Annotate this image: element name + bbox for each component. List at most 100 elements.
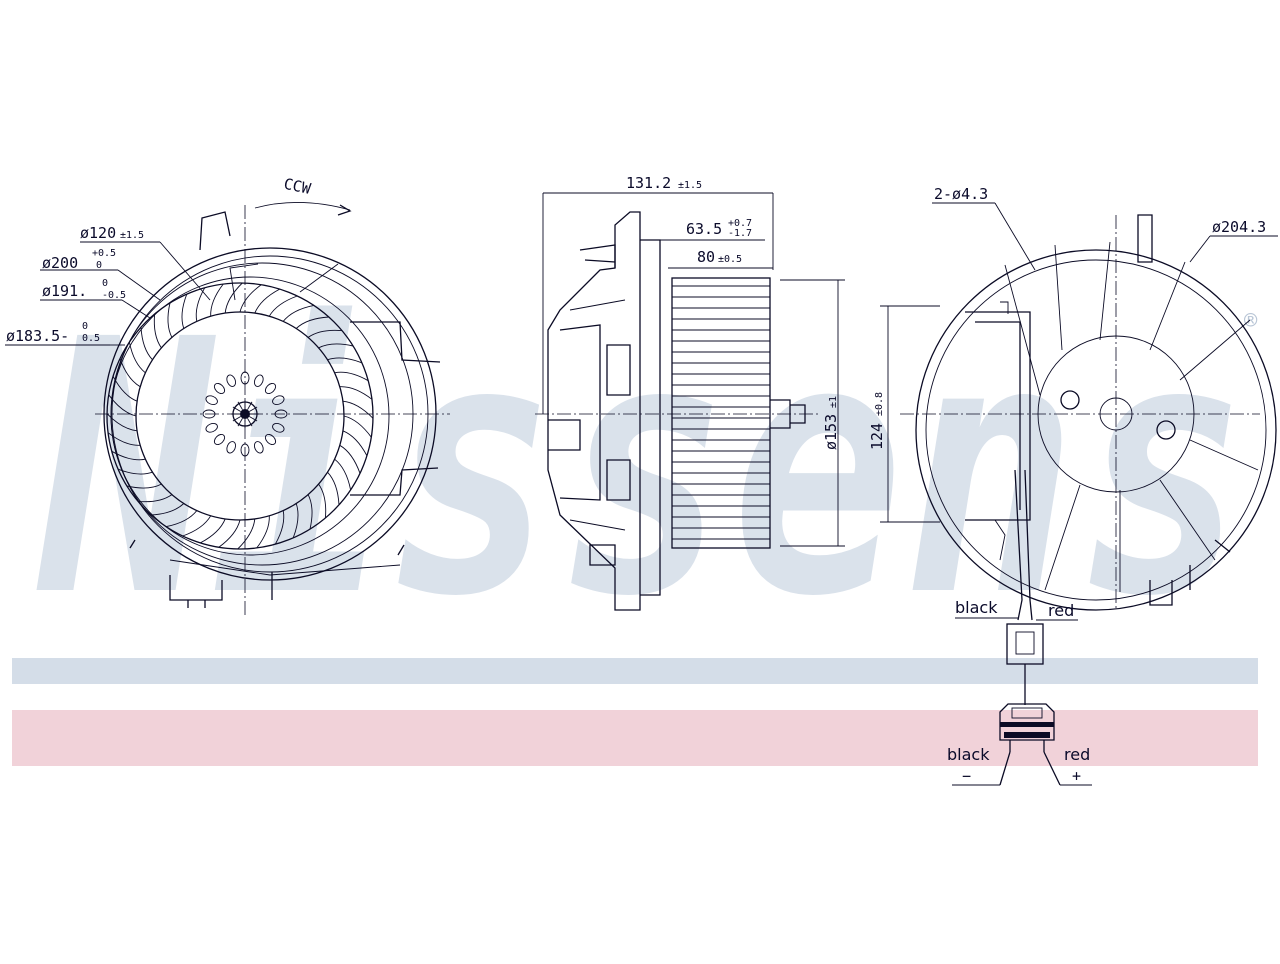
svg-text:±1: ±1 — [828, 396, 839, 408]
svg-text:ø120: ø120 — [80, 224, 116, 242]
impeller-blade — [339, 444, 361, 474]
svg-text:80: 80 — [697, 248, 715, 266]
hub-slot — [253, 441, 264, 454]
wire-label-red-lower: red — [1064, 745, 1090, 764]
impeller-blade — [111, 450, 146, 461]
hub-slot — [205, 422, 218, 433]
impeller-blade — [224, 282, 243, 314]
impeller-blade — [254, 288, 280, 314]
hub-slot — [240, 371, 250, 385]
hub-slot — [264, 433, 277, 446]
impeller-blade — [343, 415, 372, 438]
polarity-positive: + — [1072, 767, 1081, 785]
impeller-blade — [318, 483, 327, 519]
hub-slot — [240, 443, 250, 457]
hub-slot — [272, 395, 285, 406]
side-impeller-body — [671, 277, 771, 549]
svg-text:ø153: ø153 — [822, 414, 840, 450]
dim-wheel-diameter: ø153 ±1 — [822, 396, 840, 450]
svg-text:±1.5: ±1.5 — [678, 180, 702, 191]
impeller-blade — [140, 327, 153, 361]
svg-text:-0.5: -0.5 — [102, 290, 126, 301]
hub-slot — [253, 374, 264, 387]
impeller-blade — [327, 357, 363, 364]
front-view: CCW ø120 ±1.5 ø200 +0.5 0 ø191. 0 -0.5 ø… — [5, 175, 450, 615]
impeller-blade — [181, 293, 188, 329]
watermark-registered-mark: ® — [1244, 309, 1258, 334]
svg-text:ø200: ø200 — [42, 254, 78, 272]
hub-slot — [202, 409, 216, 419]
dim-depth-2: 80 ±0.5 — [697, 248, 742, 266]
impeller-blade — [292, 503, 299, 539]
impeller-blade — [126, 483, 162, 489]
watermark-band-blue — [12, 658, 1258, 684]
dim-depth-1: 63.5 +0.7 -1.7 — [686, 218, 752, 239]
svg-text:0: 0 — [102, 278, 108, 289]
impeller-blade — [237, 518, 256, 550]
impeller-blade — [274, 510, 285, 545]
hub-slot — [226, 441, 237, 454]
dim-outer-diameter: ø204.3 — [1189, 218, 1278, 263]
dim-width-overall: 131.2 ±1.5 — [626, 174, 702, 192]
impeller-blade — [200, 518, 226, 544]
wire-label-black-upper: black — [955, 598, 998, 617]
dim-d191: ø191. 0 -0.5 — [40, 278, 151, 319]
impeller-blade — [256, 515, 270, 549]
dim-d183: ø183.5- 0 0.5 — [5, 321, 125, 346]
hub-slot — [272, 422, 285, 433]
watermark-brand-text: Nissens — [36, 265, 1250, 673]
impeller-blade — [112, 376, 138, 402]
front-impeller-outer — [106, 282, 374, 550]
impeller-blade — [167, 302, 173, 338]
dim-rear-height: 124 ±0.8 — [868, 392, 886, 450]
impeller-blade — [268, 295, 298, 317]
impeller-blade — [119, 358, 141, 388]
svg-text:ø183.5-: ø183.5- — [6, 327, 69, 345]
impeller-blade — [295, 316, 329, 329]
impeller-blade — [342, 430, 368, 456]
impeller-blade — [151, 503, 185, 516]
impeller-blade — [128, 342, 146, 374]
hub-slot — [213, 382, 226, 395]
impeller-blade — [307, 494, 313, 530]
impeller-blade — [334, 371, 369, 382]
impeller-blade — [218, 519, 241, 548]
svg-text:2-ø4.3: 2-ø4.3 — [934, 185, 988, 203]
svg-text:±0.8: ±0.8 — [874, 392, 885, 416]
svg-text:+0.5: +0.5 — [92, 248, 116, 259]
front-outer-ring — [103, 247, 437, 581]
side-view: 131.2 ±1.5 63.5 +0.7 -1.7 80 ±0.5 ø153 — [535, 174, 845, 611]
impeller-blade — [107, 432, 141, 446]
svg-text:±0.5: ±0.5 — [718, 254, 742, 265]
impeller-blade — [166, 510, 198, 528]
impeller-blade — [307, 329, 343, 338]
svg-text:-1.7: -1.7 — [728, 228, 752, 239]
svg-text:0: 0 — [96, 260, 102, 271]
impeller-blade — [137, 494, 173, 503]
hub-slot — [264, 382, 277, 395]
impeller-blade — [318, 343, 354, 349]
impeller-blade — [153, 313, 162, 349]
impeller-blade — [210, 283, 224, 317]
svg-text:+0.7: +0.7 — [728, 218, 752, 229]
rear-terminal-connector — [952, 703, 1092, 786]
wire-label-red-upper: red — [1048, 601, 1074, 620]
svg-text:0: 0 — [82, 321, 88, 332]
polarity-negative: − — [962, 767, 971, 785]
dim-mounting-holes: 2-ø4.3 — [932, 185, 1036, 271]
impeller-blade — [339, 386, 373, 400]
svg-text:0.5: 0.5 — [82, 333, 100, 344]
impeller-blade — [106, 413, 138, 432]
svg-text:63.5: 63.5 — [686, 220, 722, 238]
impeller-blade — [239, 284, 262, 313]
impeller-blade — [195, 287, 206, 322]
impeller-blade — [334, 458, 352, 490]
svg-text:131.2: 131.2 — [626, 174, 671, 192]
impeller-blade — [342, 400, 374, 419]
impeller-blade — [182, 515, 212, 537]
impeller-blade — [108, 394, 137, 417]
svg-text:ø191.: ø191. — [42, 282, 87, 300]
svg-text:124: 124 — [868, 423, 886, 450]
svg-text:ø204.3: ø204.3 — [1212, 218, 1266, 236]
